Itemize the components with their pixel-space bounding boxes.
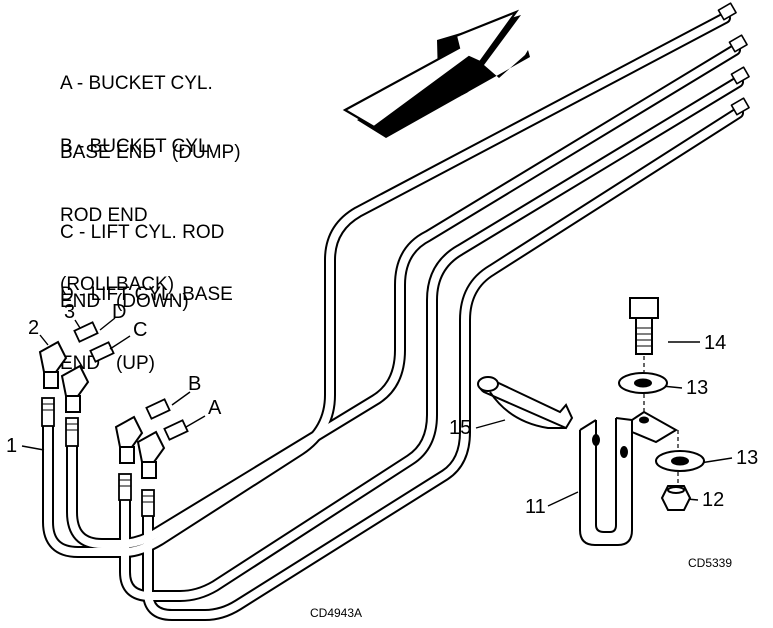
legend-item-c: C - LIFT CYL. ROD END (DOWN): [60, 175, 224, 336]
nut-12: [660, 485, 692, 511]
clamp-11: [579, 410, 678, 546]
callout-13-upper: 13: [686, 377, 708, 399]
legend-c-line1: C - LIFT CYL. ROD: [60, 222, 225, 243]
legend-d-line1: D - LIFT CYL. BASE: [60, 284, 233, 305]
figure-code-detail: CD5339: [688, 556, 732, 570]
legend-a-line1: A - BUCKET CYL.: [60, 73, 213, 94]
callout-3: 3: [64, 301, 75, 323]
callout-13-lower: 13: [736, 447, 758, 469]
hydraulic-tubes: [42, 2, 750, 621]
legend-c-line2: END (DOWN): [60, 291, 189, 312]
callout-leaders: [21, 317, 733, 507]
tube-fittings: [41, 397, 155, 517]
callout-b: B: [188, 373, 201, 395]
callout-c: C: [133, 319, 147, 341]
elbow-fittings: [38, 340, 166, 479]
pin-15: [477, 376, 574, 430]
figure-code-main: CD4943A: [310, 606, 362, 620]
callout-15: 15: [449, 417, 471, 439]
legend-b-line3: (ROLLBACK): [60, 274, 175, 295]
callout-2: 2: [28, 317, 39, 339]
adapter-fittings: [73, 321, 189, 441]
legend-d-line2: END (UP): [60, 353, 155, 374]
callout-a: A: [208, 397, 222, 419]
bolt-14: [629, 297, 659, 355]
legend-item-a: A - BUCKET CYL. BASE END (DUMP): [60, 26, 241, 187]
callout-1: 1: [6, 435, 17, 457]
callout-14: 14: [704, 332, 726, 354]
callout-d: D: [112, 301, 126, 323]
clamp-assembly: [477, 297, 705, 546]
legend-item-d: D - LIFT CYL. BASE END (UP): [60, 237, 233, 398]
legend-a-line2: BASE END (DUMP): [60, 142, 241, 163]
forward-arrow: FORWARD: [342, 9, 530, 138]
legend-b-line1: B - BUCKET CYL.: [60, 136, 214, 157]
legend-b-line2: ROD END: [60, 205, 148, 226]
callout-labels: 1 2 3 D C B A 15 11 12 13 13 14: [6, 301, 758, 518]
callout-12: 12: [702, 489, 724, 511]
legend-item-b: B - BUCKET CYL. ROD END (ROLLBACK): [60, 89, 214, 319]
callout-11: 11: [525, 496, 546, 518]
